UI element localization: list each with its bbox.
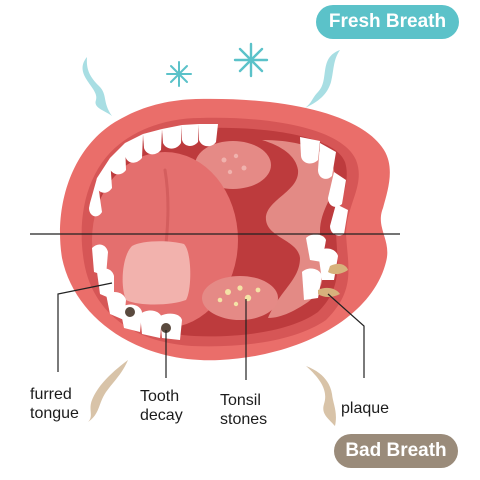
upper-tooth — [96, 158, 112, 193]
sparkle-large-icon — [233, 42, 269, 78]
upper-tooth — [125, 134, 143, 163]
label-tonsil-stones: Tonsil stones — [220, 392, 268, 428]
lower-tooth — [140, 310, 162, 338]
upper-tooth — [318, 143, 336, 179]
lower-tooth — [92, 244, 108, 276]
uvula-dot — [241, 165, 247, 171]
lower-tooth — [306, 234, 326, 262]
upper-tooth — [162, 125, 182, 149]
plaque-deposits — [318, 263, 348, 297]
upper-tooth — [109, 143, 126, 175]
uvula-dot — [227, 169, 233, 175]
upper-tooth — [182, 124, 199, 146]
furred-patch — [122, 241, 191, 305]
plaque-deposit — [318, 287, 340, 297]
fresh-wisp-right — [305, 50, 340, 108]
tonsil-stone — [255, 287, 261, 293]
upper-teeth — [89, 124, 348, 236]
label-furred-tongue: furred tongue — [30, 386, 79, 422]
bad-wisp-left — [88, 360, 128, 422]
decay-spots — [125, 307, 171, 333]
bad-wisp-right — [306, 366, 336, 426]
upper-tooth — [199, 124, 218, 147]
sparkle-small-icon — [166, 61, 192, 87]
fresh-breath-badge: Fresh Breath — [316, 5, 459, 39]
tonsil-stone — [217, 297, 223, 303]
upper-tooth — [328, 172, 346, 207]
upper-tooth — [89, 178, 102, 217]
mouth — [60, 98, 390, 361]
tonsil-stones — [217, 153, 261, 307]
tonsil-stone — [225, 289, 231, 295]
fresh-air-group — [82, 42, 340, 116]
label-tooth-decay: Tooth decay — [140, 388, 183, 424]
tonsil-lower — [202, 276, 278, 320]
label-plaque: plaque — [341, 400, 390, 417]
leader-lines — [57, 282, 365, 380]
uvula-dot — [221, 157, 227, 163]
leader-plaque — [327, 293, 365, 378]
bad-air-group — [88, 360, 336, 426]
upper-tooth — [330, 204, 348, 236]
leader-furred-tongue — [57, 282, 113, 372]
decay-spot — [125, 307, 135, 317]
upper-tooth — [143, 129, 162, 155]
plaque-deposit — [328, 263, 348, 275]
fresh-wisp-left — [82, 57, 112, 116]
bad-breath-badge: Bad Breath — [334, 434, 458, 468]
decay-spot — [161, 323, 171, 333]
tonsil-stone — [233, 301, 239, 307]
tonsil-stone — [237, 285, 243, 291]
upper-tooth — [300, 137, 320, 164]
uvula-dot — [233, 153, 239, 159]
lower-tooth — [302, 268, 322, 300]
